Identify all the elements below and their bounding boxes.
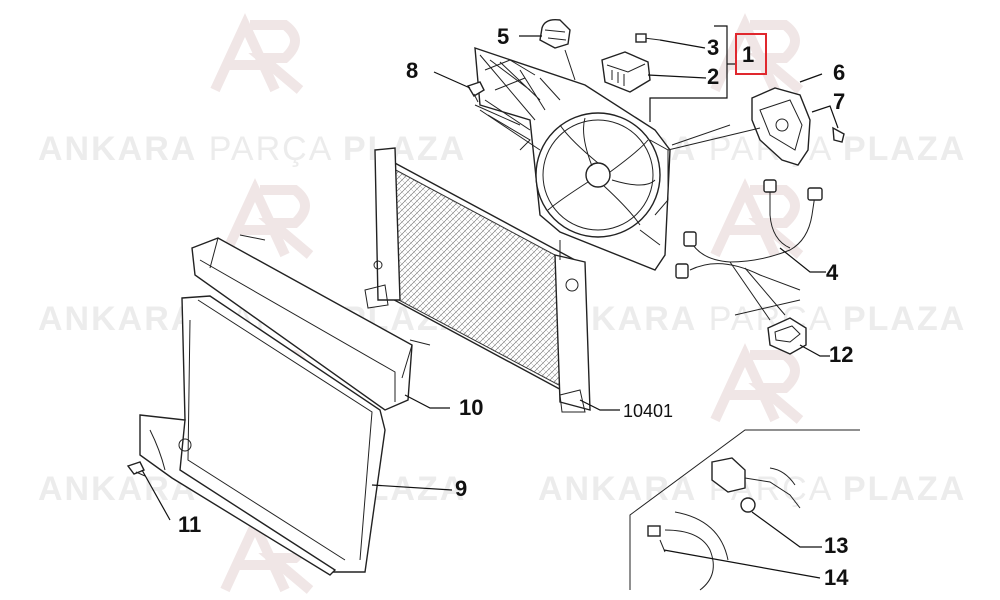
callout-6[interactable]: 6 [833,60,845,85]
sensor-part-13[interactable] [711,457,801,513]
callout-10[interactable]: 10 [459,395,483,420]
fan-hub [585,162,611,188]
callout-11[interactable]: 11 [178,512,201,537]
watermark-text: ANKARA PARÇA PLAZA [38,130,466,168]
radiator-part-10401[interactable] [364,147,591,413]
screw-part-11[interactable] [126,461,146,477]
watermark-brand-3: PLAZA [843,130,966,168]
watermark-brand-1: ANKARA [538,470,697,508]
callout-bracket-1 [649,25,736,122]
watermark-text: ANKARA PARÇA PLAZA [538,300,966,338]
callout-labels: 1 2 3 4 5 6 7 8 9 10 11 12 13 14 10401 [178,24,853,590]
watermark-brand-1: ANKARA [38,300,197,338]
callout-2[interactable]: 2 [707,64,719,89]
screw-part-3[interactable] [635,33,661,43]
cover-part-6[interactable] [751,87,811,166]
callout-7[interactable]: 7 [833,89,845,114]
fan-resistor-part[interactable] [601,51,651,93]
callout-3[interactable]: 3 [707,35,719,60]
watermark-text: ANKARA PARÇA PLAZA [538,470,966,508]
watermark-brand-3: PLAZA [843,470,966,508]
cable-tie-part-14[interactable] [647,511,729,591]
watermark-brand-2: PARÇA [209,130,332,168]
reference-lines [484,49,801,321]
callout-1[interactable]: 1 [742,42,754,67]
detail-inset [629,429,860,590]
callout-4[interactable]: 4 [826,260,839,285]
frame-part-9[interactable] [139,295,386,576]
air-duct-part-10[interactable] [191,234,431,411]
leader-lines [141,35,839,579]
callout-10401[interactable]: 10401 [623,401,673,421]
callout-5[interactable]: 5 [497,24,509,49]
connector-part-12[interactable] [767,317,807,355]
wiring-harness-part-4[interactable] [675,179,823,291]
callout-13[interactable]: 13 [824,533,848,558]
watermark-brand-1: ANKARA [38,130,197,168]
callout-12[interactable]: 12 [829,342,853,367]
screw-part-7[interactable] [832,126,845,143]
callout-14[interactable]: 14 [824,565,849,590]
watermark-brand-3: PLAZA [343,130,466,168]
bolt-part-8[interactable] [466,81,485,103]
clip-part-5[interactable] [539,18,571,49]
highlight-box [735,33,767,75]
fan-shroud-assembly[interactable] [474,46,671,271]
callout-9[interactable]: 9 [455,476,467,501]
watermark-brand-3: PLAZA [843,300,966,338]
callout-8[interactable]: 8 [406,58,418,83]
